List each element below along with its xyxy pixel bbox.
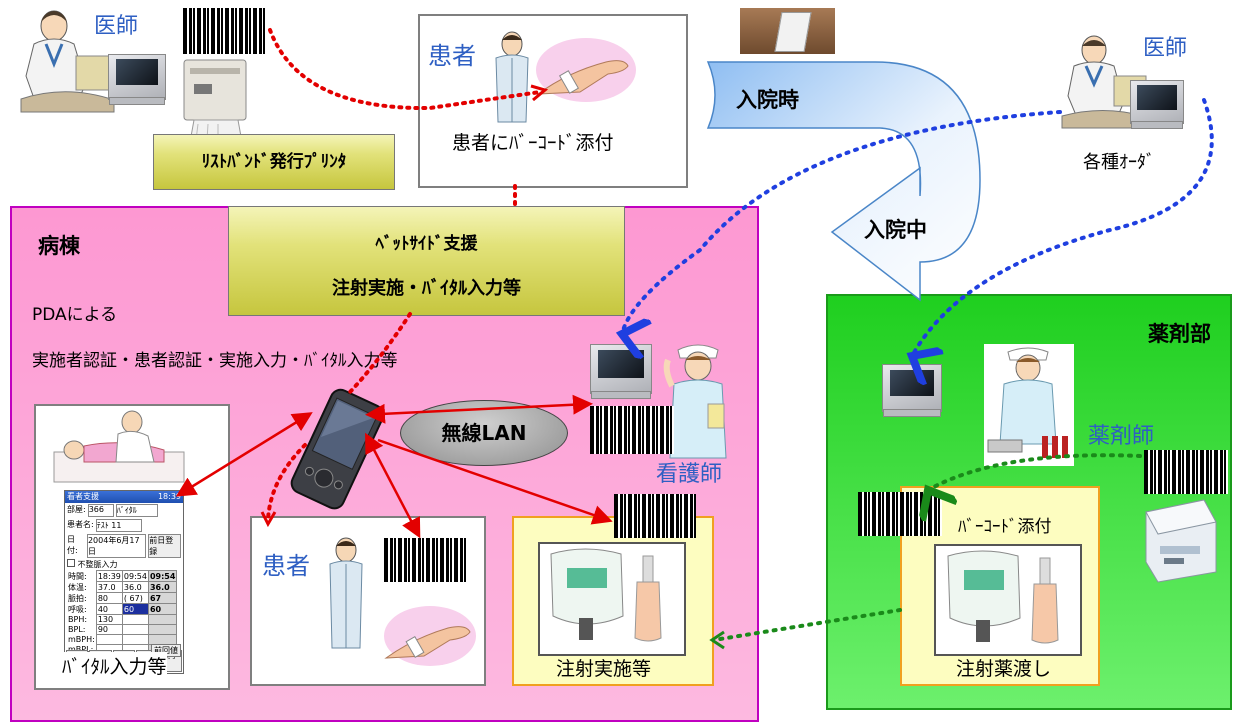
injection-exec-caption: 注射実施等	[556, 658, 652, 680]
admission-label: 入院時	[736, 88, 799, 112]
bedside-line1: ﾍﾞｯﾄｻｲﾄﾞ支援	[375, 234, 478, 254]
pda-checkbox-label: 不整脈入力	[77, 560, 118, 569]
patient-bottom-illustration	[329, 537, 363, 649]
pda-mode-select[interactable]: ﾊﾞｲﾀﾙ	[115, 504, 158, 517]
doctor-left-illustration	[20, 10, 115, 113]
doctor-left-label: 医師	[94, 14, 139, 39]
wristband-photo	[740, 8, 835, 54]
pda-line1: PDAによる	[32, 305, 118, 325]
pda-date-value[interactable]: 2004年6月17日	[86, 534, 147, 558]
wristband-hand-bottom-illustration	[384, 606, 476, 666]
injection-handover-caption: 注射薬渡し	[956, 658, 1052, 680]
iv-bag-illustration-1	[550, 548, 662, 642]
pda-status-time: 18:39	[157, 492, 181, 501]
pda-ward-label: 部屋:	[67, 505, 86, 514]
doctor-left-computer	[108, 54, 166, 105]
nurse-illustration	[663, 344, 727, 459]
patient-bottom-label: 患者	[262, 552, 310, 580]
vital-input-caption: ﾊﾞｲﾀﾙ入力等	[62, 652, 167, 679]
label-printer-illustration	[1145, 499, 1217, 583]
pda-ward-value[interactable]: 366	[87, 504, 114, 517]
pda-vital-label: BPL:	[68, 625, 86, 634]
wristband-printer-label: ﾘｽﾄﾊﾞﾝﾄﾞ発行ﾌﾟﾘﾝﾀ	[153, 134, 395, 190]
hospitalized-label: 入院中	[864, 218, 927, 242]
patient-top-caption: 患者にﾊﾞｰｺｰﾄﾞ添付	[452, 132, 614, 154]
pda-patient-label: 患者名:	[67, 520, 94, 529]
doctor-right-label: 医師	[1143, 36, 1188, 61]
bedside-line2: 注射実施・ﾊﾞｲﾀﾙ入力等	[332, 278, 521, 299]
patient-bottom-barcode	[384, 538, 466, 582]
bedside-support-label: ﾍﾞｯﾄｻｲﾄﾞ支援 注射実施・ﾊﾞｲﾀﾙ入力等	[228, 206, 625, 316]
pharmacist-label: 薬剤師	[1088, 424, 1155, 449]
pda-vital-label: 体温:	[68, 582, 87, 592]
nurse-bed-illustration	[53, 410, 185, 483]
pda-vital-label: 呼吸:	[68, 604, 87, 614]
pda-prev-day-button[interactable]: 前日登録	[148, 534, 181, 558]
pda-vital-row: 脈拍:80( 67)67	[67, 592, 178, 604]
pda-title: 看者支援	[67, 492, 99, 501]
pda-date-label: 日付:	[67, 535, 78, 555]
barcode-attach-label: ﾊﾞｰｺｰﾄﾞ添付	[958, 517, 1052, 537]
pda-vital-label: BPH:	[68, 615, 88, 624]
barcode-printer-top	[183, 8, 265, 54]
pda-patient-value[interactable]: ﾃｽﾄ 11	[95, 519, 142, 532]
pda-vital-label: mBPL:	[67, 645, 96, 655]
pda-screen: 看者支援 18:39 部屋: 366 ﾊﾞｲﾀﾙ 患者名: ﾃｽﾄ 11 日付:…	[64, 490, 184, 674]
pda-vital-label: mBPH:	[68, 635, 95, 644]
nurse-label: 看護師	[656, 462, 723, 487]
wristband-hand-top-illustration	[536, 38, 636, 102]
ward-label: 病棟	[38, 234, 80, 258]
pda-checkbox[interactable]	[67, 559, 75, 567]
iv-bag-illustration-2	[947, 550, 1059, 644]
pharmacy-barcode-right	[1144, 450, 1228, 494]
pda-vital-label: 時間:	[68, 571, 87, 581]
pda-vital-label: 脈拍:	[68, 593, 87, 603]
injection-exec-barcode	[614, 494, 696, 538]
pharmacist-illustration	[984, 344, 1074, 466]
pda-line2: 実施者認証・患者認証・実施入力・ﾊﾞｲﾀﾙ入力等	[32, 351, 398, 371]
pda-device[interactable]	[287, 385, 387, 515]
